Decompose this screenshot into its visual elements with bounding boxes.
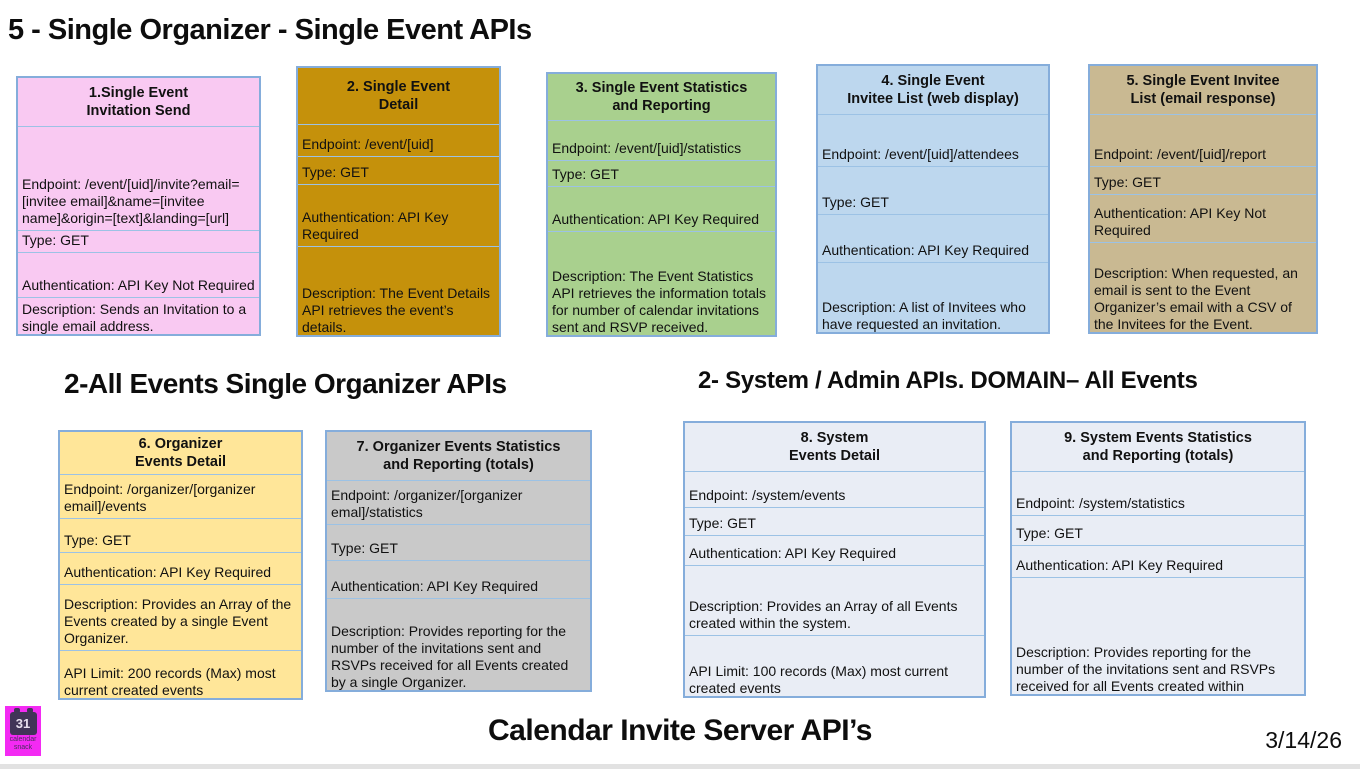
api-box-8-description: Description: Provides an Array of all Ev… xyxy=(685,565,984,635)
section-title-system-admin: 2- System / Admin APIs. DOMAIN– All Even… xyxy=(698,367,1198,394)
api-box-6-auth: Authentication: API Key Required xyxy=(60,552,301,584)
api-box-5-title: 5. Single Event Invitee List (email resp… xyxy=(1126,72,1280,107)
api-box-5-endpoint: Endpoint: /event/[uid]/report xyxy=(1090,114,1316,166)
api-box-8-system-events: 8. System Events Detail Endpoint: /syste… xyxy=(683,421,986,698)
api-box-7-type: Type: GET xyxy=(327,524,590,560)
api-box-6-limit: API Limit: 200 records (Max) most curren… xyxy=(60,650,301,698)
api-box-1-description: Description: Sends an Invitation to a si… xyxy=(18,297,259,334)
api-box-2-endpoint: Endpoint: /event/[uid] xyxy=(298,124,499,156)
api-box-6-organizer-events: 6. Organizer Events Detail Endpoint: /or… xyxy=(58,430,303,700)
api-box-4-type: Type: GET xyxy=(818,166,1048,214)
calendar-snack-logo: 31 calendar snack xyxy=(5,706,41,756)
api-box-9-endpoint: Endpoint: /system/statistics xyxy=(1012,471,1304,515)
api-box-5-type: Type: GET xyxy=(1090,166,1316,194)
api-box-4-invitee-list-web: 4. Single Event Invitee List (web displa… xyxy=(816,64,1050,334)
bottom-edge-strip xyxy=(0,764,1360,769)
api-box-9-title: 9. System Events Statistics and Reportin… xyxy=(1064,429,1252,464)
api-box-9-system-statistics: 9. System Events Statistics and Reportin… xyxy=(1010,421,1306,696)
api-box-8-type: Type: GET xyxy=(685,507,984,535)
api-box-1-title: 1.Single Event Invitation Send xyxy=(86,84,191,119)
api-box-2-type: Type: GET xyxy=(298,156,499,184)
api-box-2-auth: Authentication: API Key Required xyxy=(298,184,499,246)
api-box-8-limit: API Limit: 100 records (Max) most curren… xyxy=(685,635,984,696)
api-box-8-auth: Authentication: API Key Required xyxy=(685,535,984,565)
api-box-6-title: 6. Organizer Events Detail xyxy=(134,435,227,470)
api-box-1-auth: Authentication: API Key Not Required xyxy=(18,252,259,297)
api-box-7-organizer-statistics: 7. Organizer Events Statistics and Repor… xyxy=(325,430,592,692)
api-box-6-description: Description: Provides an Array of the Ev… xyxy=(60,584,301,650)
api-box-4-endpoint: Endpoint: /event/[uid]/attendees xyxy=(818,114,1048,166)
api-box-6-endpoint: Endpoint: /organizer/[organizer email]/e… xyxy=(60,474,301,518)
api-box-7-auth: Authentication: API Key Required xyxy=(327,560,590,598)
api-box-1-invitation-send: 1.Single Event Invitation Send Endpoint:… xyxy=(16,76,261,336)
date-label: 3/14/26 xyxy=(1265,727,1342,753)
logo-text-line2: snack xyxy=(13,744,33,752)
api-box-3-description: Description: The Event Statistics API re… xyxy=(548,231,775,335)
api-box-7-title: 7. Organizer Events Statistics and Repor… xyxy=(356,438,561,473)
api-box-7-endpoint: Endpoint: /organizer/[organizer emal]/st… xyxy=(327,480,590,524)
api-box-4-description: Description: A list of Invitees who have… xyxy=(818,262,1048,332)
api-box-3-auth: Authentication: API Key Required xyxy=(548,186,775,231)
calendar-day: 31 xyxy=(15,716,31,731)
api-box-8-endpoint: Endpoint: /system/events xyxy=(685,471,984,507)
api-box-4-title: 4. Single Event Invitee List (web displa… xyxy=(847,72,1019,107)
api-box-9-auth: Authentication: API Key Required xyxy=(1012,545,1304,577)
api-box-6-type: Type: GET xyxy=(60,518,301,552)
api-box-8-title: 8. System Events Detail xyxy=(788,429,881,464)
api-box-3-event-statistics: 3. Single Event Statistics and Reporting… xyxy=(546,72,777,337)
api-box-5-invitee-list-email: 5. Single Event Invitee List (email resp… xyxy=(1088,64,1318,334)
api-box-9-type: Type: GET xyxy=(1012,515,1304,545)
api-box-3-type: Type: GET xyxy=(548,160,775,186)
calendar-icon: 31 xyxy=(9,708,37,735)
logo-text-line1: calendar xyxy=(9,736,37,743)
api-box-9-description: Description: Provides reporting for the … xyxy=(1012,577,1304,694)
api-box-7-description: Description: Provides reporting for the … xyxy=(327,598,590,690)
api-box-1-type: Type: GET xyxy=(18,230,259,252)
api-box-5-auth: Authentication: API Key Not Required xyxy=(1090,194,1316,242)
api-box-1-endpoint: Endpoint: /event/[uid]/invite?email=[inv… xyxy=(18,126,259,230)
footer-title: Calendar Invite Server API’s xyxy=(488,714,872,747)
api-box-4-auth: Authentication: API Key Required xyxy=(818,214,1048,262)
api-box-2-event-detail: 2. Single Event Detail Endpoint: /event/… xyxy=(296,66,501,337)
api-box-3-endpoint: Endpoint: /event/[uid]/statistics xyxy=(548,120,775,160)
api-box-5-description: Description: When requested, an email is… xyxy=(1090,242,1316,332)
section-title-all-events: 2-All Events Single Organizer APIs xyxy=(64,368,507,399)
api-box-3-title: 3. Single Event Statistics and Reporting xyxy=(575,79,748,114)
page-title: 5 - Single Organizer - Single Event APIs xyxy=(8,14,532,46)
api-box-2-title: 2. Single Event Detail xyxy=(346,78,451,113)
api-box-2-description: Description: The Event Details API retri… xyxy=(298,246,499,335)
